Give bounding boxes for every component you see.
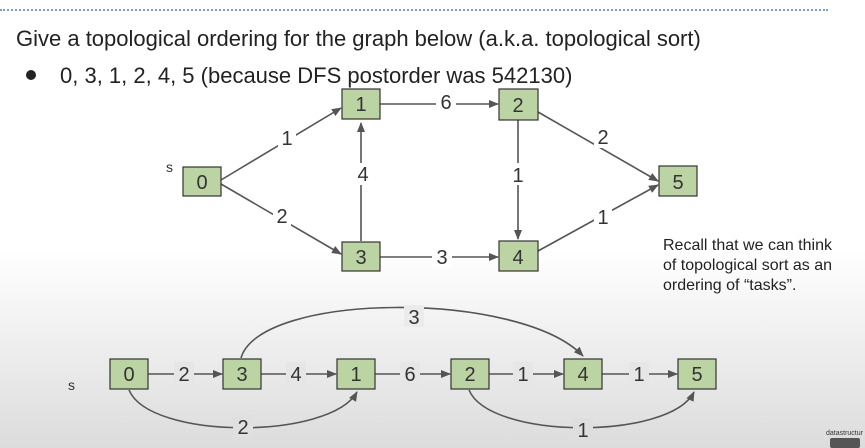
bottom-node-5: 5 [677,358,717,390]
bottom-node-2: 2 [450,358,490,390]
bottom-arc-3-4 [240,306,584,359]
svg-text:0: 0 [196,172,207,194]
top-weight-0-3: 2 [276,206,287,228]
top-source-label: s [166,159,173,175]
top-node-4: 4 [498,240,539,272]
bottom-node-0: 0 [109,358,149,390]
svg-text:4: 4 [512,247,523,269]
svg-text:4: 4 [577,364,588,386]
top-weight-0-1: 1 [281,128,292,150]
top-weight-3-1: 4 [357,164,368,186]
bottom-node-4: 4 [563,358,603,390]
top-weight-4-5: 1 [597,207,608,229]
bottom-arc-weight-2-5: 1 [577,420,588,442]
top-node-5: 5 [658,165,698,197]
svg-text:3: 3 [355,247,366,269]
bottom-node-3: 3 [222,358,262,390]
bottom-arc-weight-3-4: 3 [408,307,419,329]
svg-text:5: 5 [691,364,702,386]
top-node-3: 3 [341,241,381,272]
top-weight-3-4: 3 [436,247,447,269]
svg-text:1: 1 [355,94,366,116]
site-badge: datastructur [826,430,863,437]
slide-title: Give a topological ordering for the grap… [16,26,701,51]
top-weight-2-4: 1 [512,165,523,187]
bottom-arc-weight-0-1: 2 [237,417,248,439]
svg-text:1: 1 [350,364,361,386]
bottom-weight-3-1: 4 [290,364,301,386]
svg-text:0: 0 [123,364,134,386]
top-weight-1-2: 6 [440,92,451,114]
bottom-weight-4-5: 1 [633,364,644,386]
svg-text:2: 2 [512,95,523,117]
bullet-dot [26,70,36,80]
bottom-source-label: s [68,377,75,393]
top-node-0: 0 [182,166,222,197]
top-weight-2-5: 2 [597,127,608,149]
bottom-weight-1-2: 6 [404,364,415,386]
svg-text:2: 2 [464,364,475,386]
top-node-2: 2 [498,88,539,121]
bottom-weight-2-4: 1 [517,364,528,386]
bottom-weight-0-3: 2 [178,364,189,386]
bottom-node-1: 1 [336,358,376,390]
bullet-answer: 0, 3, 1, 2, 4, 5 (because DFS postorder … [60,63,573,88]
svg-text:3: 3 [236,364,247,386]
svg-text:5: 5 [672,172,683,194]
top-node-1: 1 [341,88,381,120]
dotted-rule [0,9,828,11]
cc-license-icon [830,438,860,448]
recall-note: Recall that we can think of topological … [663,237,832,294]
